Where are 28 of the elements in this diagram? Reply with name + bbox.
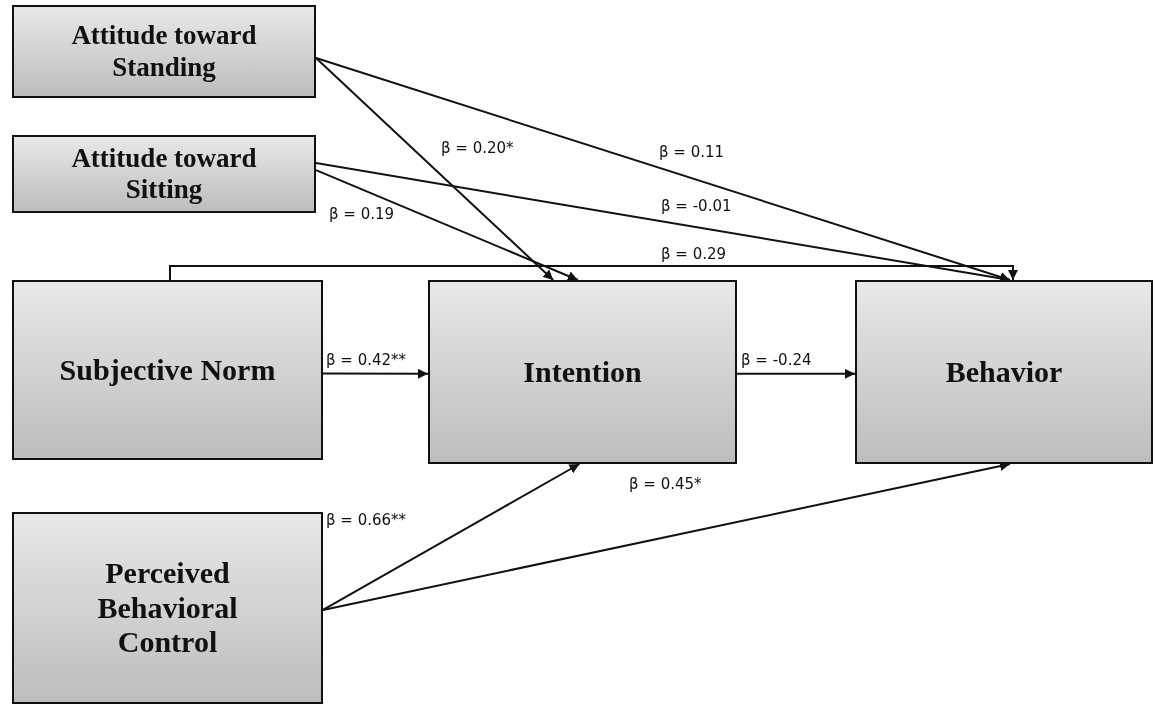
- edge-label: β = 0.42**: [325, 352, 408, 369]
- arrow: [315, 169, 579, 281]
- arrow: [322, 463, 581, 611]
- construct-box: [12, 5, 316, 98]
- edge-label: β = -0.24: [740, 352, 813, 369]
- construct-name: Attitude toward Sitting: [70, 142, 258, 206]
- edge-label: β = 0.20*: [440, 140, 515, 157]
- construct-name: Subjective Norm: [59, 352, 276, 388]
- construct-box: [428, 280, 737, 464]
- arrow: [315, 57, 1011, 282]
- edge-label: β = 0.66**: [325, 512, 408, 529]
- construct-name: Perceived Behavioral Control: [96, 556, 239, 660]
- arrow: [169, 265, 1018, 281]
- construct-box: [12, 135, 316, 213]
- edge-label: β = 0.29: [660, 246, 728, 263]
- construct-name: Intention: [523, 354, 642, 390]
- edge-label: β = 0.19: [328, 206, 396, 223]
- arrow: [322, 368, 429, 379]
- edge-label: β = 0.11: [658, 144, 726, 161]
- edge-label: β = -0.01: [660, 198, 733, 215]
- construct-box: [855, 280, 1153, 464]
- construct-box: [12, 512, 323, 704]
- arrow: [736, 368, 856, 379]
- arrow: [315, 57, 555, 281]
- construct-box: [12, 280, 323, 460]
- edge-label: β = 0.45*: [628, 476, 703, 493]
- construct-name: Attitude toward Standing: [70, 20, 258, 83]
- construct-name: Behavior: [945, 354, 1063, 390]
